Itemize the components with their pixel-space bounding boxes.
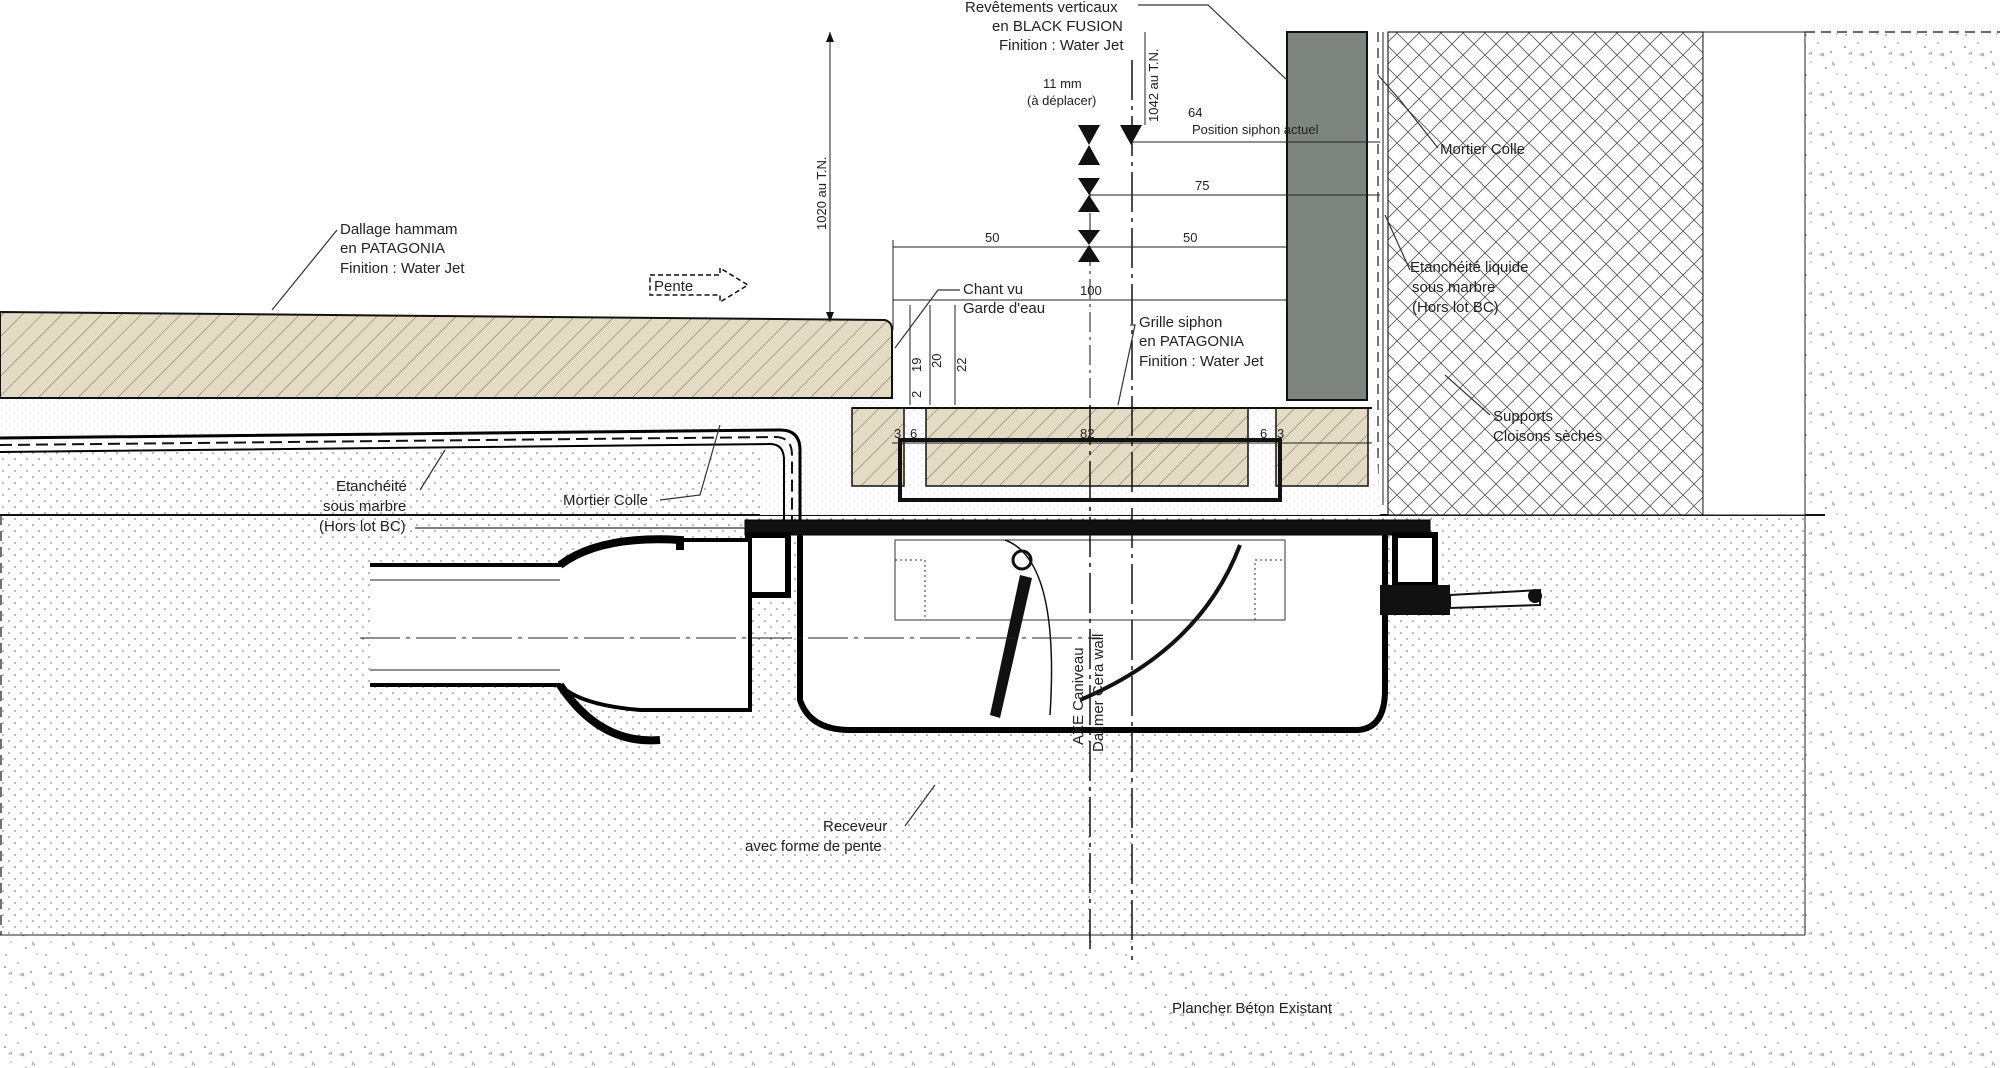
dim-3a: 3 xyxy=(894,426,901,441)
etancheite-left-line3: (Hors lot BC) xyxy=(319,518,406,535)
membrane-left-dash xyxy=(0,435,793,520)
revetements-line2: en BLACK FUSION xyxy=(992,18,1123,35)
label-revetements: Revêtements verticaux en BLACK FUSION Fi… xyxy=(965,0,1124,54)
level-markers xyxy=(1078,125,1142,262)
flap-arc xyxy=(1004,539,1053,716)
label-axe-caniveau: AXE Caniveau Dallmer Cera wall xyxy=(1070,634,1107,752)
cloison-seche xyxy=(1387,31,1704,516)
pipe-socket-top xyxy=(557,535,684,569)
dallage-slab xyxy=(0,310,893,399)
tn-1042-label: 1042 au T.N. xyxy=(1146,49,1161,122)
dim-100: 100 xyxy=(1080,283,1102,298)
leader-mortier-right xyxy=(1377,74,1439,149)
membrane-left-inner xyxy=(0,442,785,520)
label-dallage: Dallage hammam en PATAGONIA Finition : W… xyxy=(340,221,465,277)
dim-22: 22 xyxy=(954,358,969,372)
pente-arrow: Pente xyxy=(649,266,750,304)
leader-grille xyxy=(1117,324,1136,406)
dim-50a: 50 xyxy=(985,230,999,245)
basket-left-ribs xyxy=(894,559,926,621)
etancheite-left-line2: sous marbre xyxy=(323,498,406,515)
dallage-line1: Dallage hammam xyxy=(340,221,458,238)
dim-20: 20 xyxy=(929,354,944,368)
rim-right-block xyxy=(1392,532,1438,588)
leader-etancheite-liquide xyxy=(1384,214,1411,271)
pente-label: Pente xyxy=(654,278,693,295)
label-mortier-left: Mortier Colle xyxy=(563,492,648,509)
tn-1020-label: 1020 au T.N. xyxy=(814,157,829,230)
dim-2: 2 xyxy=(909,391,924,398)
etancheite-left-line1: Etanchéité xyxy=(336,478,407,495)
receveur-upper-zone xyxy=(0,450,780,515)
dim-50b: 50 xyxy=(1183,230,1197,245)
basket-right-ribs xyxy=(1254,559,1286,621)
trap-flap xyxy=(990,575,1032,718)
leader-revetements xyxy=(1138,4,1288,81)
receveur-line2: avec forme de pente xyxy=(745,838,882,855)
pipe-socket-bottom xyxy=(556,682,661,745)
label-grille: Grille siphon en PATAGONIA Finition : Wa… xyxy=(1139,314,1264,370)
cloison-gap xyxy=(1702,31,1806,516)
dim-75: 75 xyxy=(1195,178,1209,193)
dim-19: 19 xyxy=(909,358,924,372)
outlet-pipe xyxy=(370,538,752,712)
chant-line2: Garde d'eau xyxy=(963,300,1045,317)
inner-curve xyxy=(1079,544,1242,702)
concrete-slab xyxy=(0,935,2000,1068)
label-chant: Chant vu Garde d'eau xyxy=(963,281,1045,317)
etancheite-liquide-line2: sous marbre xyxy=(1412,279,1495,296)
label-etancheite-left: Etanchéité sous marbre (Hors lot BC) xyxy=(319,478,407,535)
leader-etancheite-left xyxy=(419,449,446,491)
dim-64: 64 xyxy=(1188,105,1202,120)
receveur-line1: Receveur xyxy=(823,818,887,835)
note-11mm-line1: 11 mm xyxy=(1043,76,1082,91)
right-wall-concrete xyxy=(1805,32,2000,935)
grille-line1: Grille siphon xyxy=(1139,314,1222,331)
leader-supports xyxy=(1444,374,1491,416)
grille-stone-right xyxy=(1275,407,1369,487)
note-11mm-line2: (à déplacer) xyxy=(1027,93,1096,108)
grille-line3: Finition : Water Jet xyxy=(1139,353,1264,370)
side-outlet xyxy=(1380,585,1450,615)
chant-line1: Chant vu xyxy=(963,281,1023,298)
grille-stone-left xyxy=(851,407,905,487)
supports-line2: Cloisons sèches xyxy=(1493,428,1602,445)
label-supports: Supports Cloisons sèches xyxy=(1493,408,1602,445)
rim-left-block xyxy=(745,532,791,598)
leader-dallage xyxy=(271,229,338,311)
etancheite-liquide-line3: (Hors lot BC) xyxy=(1412,299,1499,316)
supports-line1: Supports xyxy=(1493,408,1553,425)
side-connector xyxy=(1449,588,1541,610)
label-etancheite-liquide: Etanchéité liquide sous marbre (Hors lot… xyxy=(1410,259,1528,316)
receveur-rim xyxy=(744,519,1431,536)
dim-6a: 6 xyxy=(910,426,917,441)
dallage-line3: Finition : Water Jet xyxy=(340,260,465,277)
position-siphon-label: Position siphon actuel xyxy=(1192,122,1319,137)
dim-82: 82 xyxy=(1080,426,1094,441)
connector-cap xyxy=(1528,589,1542,603)
leader-receveur xyxy=(904,784,936,827)
revetements-line1: Revêtements verticaux xyxy=(965,0,1118,16)
axe-caniveau-line1: AXE Caniveau xyxy=(1070,647,1087,745)
leader-chant xyxy=(894,289,960,349)
label-mortier-right: Mortier Colle xyxy=(1440,141,1525,158)
grille-stone-center xyxy=(925,407,1249,487)
etancheite-liquide-line1: Etanchéité liquide xyxy=(1410,259,1528,276)
revetements-line3: Finition : Water Jet xyxy=(999,37,1124,54)
receveur-body xyxy=(797,520,1388,733)
leader-mortier-left xyxy=(659,424,721,501)
grille-line2: en PATAGONIA xyxy=(1139,333,1244,350)
label-receveur: Receveur avec forme de pente xyxy=(745,818,887,855)
dim-3b: 3 xyxy=(1277,426,1284,441)
label-plancher: Plancher Béton Existant xyxy=(1172,1000,1333,1017)
dallage-line2: en PATAGONIA xyxy=(340,240,445,257)
axe-caniveau-line2: Dallmer Cera wall xyxy=(1090,634,1107,752)
membrane-left-outer xyxy=(0,428,802,520)
dim-6b: 6 xyxy=(1260,426,1267,441)
black-fusion-cladding xyxy=(1286,31,1368,401)
